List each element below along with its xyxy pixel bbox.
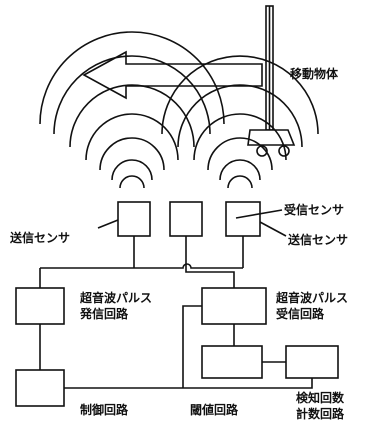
pulse-rx-box <box>201 287 267 325</box>
detect-count-label-line1: 検知回数 <box>296 390 345 405</box>
wave-arcs-left <box>39 31 225 189</box>
transmit-sensor-left-label: 送信センサ <box>9 230 70 245</box>
receive-sensor-box <box>169 201 203 237</box>
threshold-circuit-label: 閾値回路 <box>190 402 239 417</box>
transmit-sensor-right-box <box>225 201 261 237</box>
detect-count-label-line2: 計数回路 <box>296 406 345 421</box>
threshold-box <box>201 345 263 379</box>
moving-object <box>247 5 296 157</box>
direction-arrow <box>82 50 263 100</box>
pulse-tx-box <box>15 287 65 325</box>
pulse-rx-label-line2: 受信回路 <box>276 306 325 321</box>
transmit-sensor-left-box <box>117 201 151 237</box>
transmit-sensor-right-label: 送信センサ <box>287 232 348 247</box>
control-circuit-label: 制御回路 <box>80 402 129 417</box>
transmit-sensor-right-pointer <box>259 221 287 237</box>
pulse-tx-label-line1: 超音波パルス <box>79 290 152 305</box>
receive-sensor-pointer <box>235 209 283 219</box>
receive-sensor-label: 受信センサ <box>284 202 344 217</box>
pulse-tx-label-line2: 発信回路 <box>79 306 129 321</box>
detect-count-box <box>285 345 339 379</box>
moving-object-cart <box>247 129 296 146</box>
wiring <box>39 236 313 389</box>
moving-object-label: 移動物体 <box>290 66 339 81</box>
pulse-rx-label-line1: 超音波パルス <box>275 290 348 305</box>
wave-arcs-right <box>161 55 319 189</box>
transmit-sensor-left-pointer <box>97 219 119 229</box>
control-box <box>15 369 65 407</box>
